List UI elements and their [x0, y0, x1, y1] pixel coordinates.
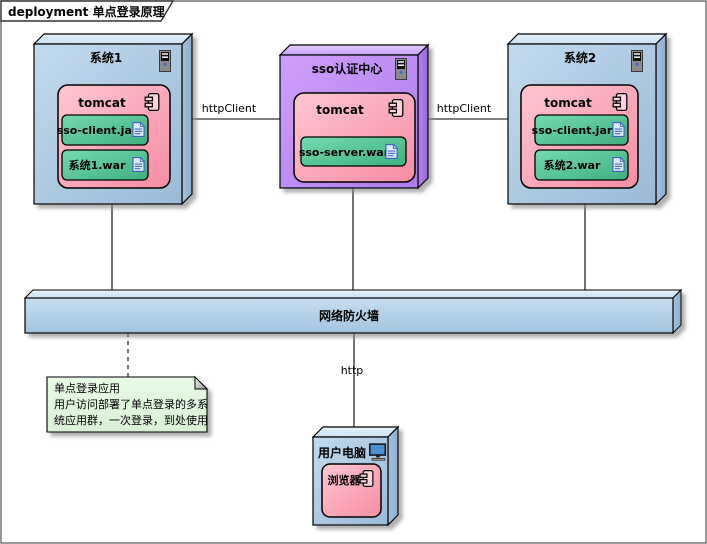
node-title: sso认证中心	[312, 61, 383, 76]
node-side-face	[655, 32, 667, 206]
node-firewall: 网络防火墙	[23, 288, 683, 335]
node-top-face	[278, 44, 430, 56]
node-side-face	[181, 32, 193, 206]
node-system1: 系统1 tomcat sso-client.jar 系统1.war	[32, 32, 194, 206]
artifact-label: sso-client.jar	[57, 124, 138, 137]
server-icon	[159, 50, 171, 72]
artifact-icon	[385, 143, 398, 160]
node-top-face	[506, 33, 668, 45]
node-system2: 系统2 tomcat sso-client.jar 系统2.war	[506, 32, 668, 206]
link-label-http: http	[341, 364, 364, 377]
firewall-title: 网络防火墙	[319, 308, 379, 323]
node-top-face	[32, 33, 194, 45]
node-title: 系统2	[564, 50, 596, 65]
node-top-face	[311, 426, 400, 438]
monitor-icon	[368, 443, 387, 462]
artifact-system2-war	[534, 149, 629, 181]
firewall-side-face	[672, 288, 682, 335]
note-fold-corner	[194, 375, 209, 390]
note-line: 统应用群，一次登录，到处使用	[54, 413, 208, 427]
note-body	[46, 376, 208, 433]
artifact-label: sso-server.war	[299, 146, 390, 159]
frame-title: deployment 单点登录原理	[8, 4, 165, 19]
firewall-top-face	[23, 289, 683, 299]
artifact-sso-client-jar	[534, 114, 629, 146]
artifact-system1-war	[61, 149, 149, 181]
artifact-icon	[612, 121, 625, 138]
artifact-icon	[612, 156, 625, 173]
artifact-sso-server-war	[300, 136, 407, 167]
component-label: tomcat	[78, 96, 126, 110]
link-ssocenter-system2: httpClient	[426, 102, 510, 120]
link-label-httpclient-right: httpClient	[437, 102, 492, 115]
component-label: tomcat	[544, 96, 592, 110]
node-user-pc: 用户电脑 浏览器	[311, 425, 400, 527]
server-icon	[395, 58, 407, 80]
note-sso-description: 单点登录应用 用户访问部署了单点登录的多系 统应用群，一次登录，到处使用	[46, 375, 209, 433]
link-label-httpclient-left: httpClient	[202, 102, 257, 115]
firewall-front-face	[24, 297, 674, 334]
link-firewall-userpc: http	[341, 333, 364, 428]
node-title: 用户电脑	[317, 445, 366, 460]
frame-title-tab	[0, 0, 175, 22]
note-line: 单点登录应用	[54, 381, 120, 395]
component-label: tomcat	[316, 103, 364, 117]
artifact-label: sso-client.jar	[532, 124, 613, 137]
artifact-icon	[132, 156, 145, 173]
component-label: 浏览器	[328, 473, 362, 487]
artifact-icon	[132, 121, 145, 138]
note-line: 用户访问部署了单点登录的多系	[54, 397, 208, 411]
node-side-face	[417, 43, 429, 190]
link-system1-ssocenter: httpClient	[190, 102, 282, 120]
artifact-label: 系统2.war	[544, 158, 601, 172]
server-icon	[631, 50, 643, 72]
node-title: 系统1	[90, 50, 122, 65]
artifact-label: 系统1.war	[69, 158, 126, 172]
node-side-face	[387, 425, 399, 527]
node-sso-center: sso认证中心 tomcat sso-server.war	[278, 43, 430, 190]
artifact-sso-client-jar	[61, 114, 149, 146]
